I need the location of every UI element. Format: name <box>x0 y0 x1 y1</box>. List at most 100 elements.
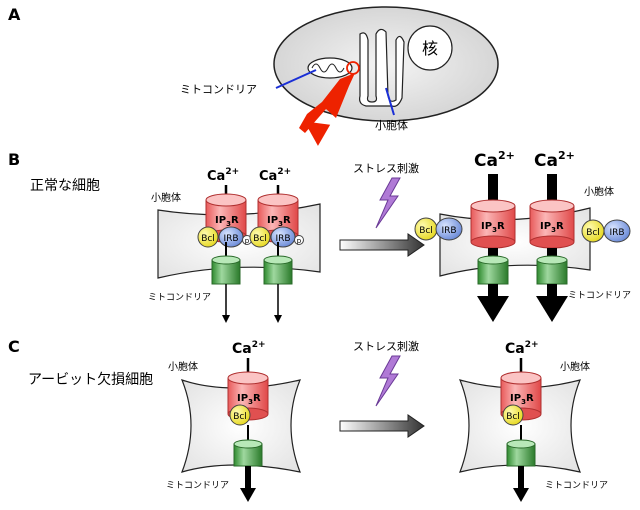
panel-b-title: 正常な細胞 <box>30 178 100 194</box>
bcl-label: Bcl <box>201 234 215 244</box>
thick-flux-bar <box>488 248 498 260</box>
irb-label: IRB <box>223 234 238 244</box>
stress-label-b: ストレス刺激 <box>353 161 419 175</box>
ip3r-r: R <box>526 393 534 404</box>
bcl-label: Bcl <box>253 234 267 244</box>
medium-arrowhead <box>240 488 256 502</box>
bcl-protein <box>197 226 219 248</box>
bcl-label: Bcl <box>233 412 247 422</box>
ca-charge: 2+ <box>225 167 239 177</box>
svg-text:Ca2+: Ca2+ <box>207 167 239 184</box>
nucleus-label: 核 <box>422 39 438 58</box>
ip3r-sub: 3 <box>226 220 231 228</box>
thick-flux-bar <box>547 284 557 298</box>
svg-text:IP3R: IP3R <box>510 393 534 406</box>
mitochondria-cristae <box>311 63 345 73</box>
thick-flux-bar <box>488 174 498 212</box>
panel-c-title: アービット欠損細胞 <box>28 372 153 388</box>
thick-flux-bar <box>488 284 498 298</box>
mitochondria-shape <box>307 57 353 79</box>
panel-c-label: C <box>8 337 20 356</box>
thick-flux-bar <box>547 248 557 260</box>
ca-charge: 2+ <box>525 340 539 350</box>
svg-text:IP3R: IP3R <box>540 221 564 234</box>
mito-channel-top <box>211 255 241 265</box>
ca-label: Ca <box>505 341 525 357</box>
bcl-label: Bcl <box>586 228 600 238</box>
ip3r-sub: 3 <box>278 220 283 228</box>
bcl-label: Bcl <box>419 226 433 236</box>
ca-label: Ca <box>534 151 558 171</box>
mito-pointer-line <box>275 69 317 89</box>
ca-charge: 2+ <box>252 340 266 350</box>
ip3r-ip: IP <box>510 393 521 404</box>
lightning-icon <box>375 355 401 407</box>
bcl-protein <box>502 404 524 426</box>
small-arrowhead <box>222 315 230 323</box>
lightning-icon <box>375 177 401 229</box>
er-label-a: 小胞体 <box>375 118 408 132</box>
panel-a-label: A <box>8 5 21 24</box>
mito-channel-top <box>506 439 536 449</box>
irb-label: IRB <box>275 234 290 244</box>
ip3r-r: R <box>556 221 564 232</box>
transition-arrow <box>339 233 425 257</box>
medium-flux-bar <box>245 466 251 490</box>
ip3r-ip: IP <box>540 221 551 232</box>
svg-text:IP3R: IP3R <box>267 215 291 228</box>
ca-label: Ca <box>474 151 498 171</box>
mito-label-b-right: ミトコンドリア <box>568 291 631 301</box>
mito-label-c-right: ミトコンドリア <box>545 481 608 491</box>
mito-channel-top <box>263 255 293 265</box>
ip3r-sub: 3 <box>521 398 526 406</box>
svg-text:Ca2+: Ca2+ <box>232 340 266 357</box>
ca-charge: 2+ <box>498 149 515 162</box>
er-label-c-left: 小胞体 <box>168 361 198 373</box>
ip3r-receptor: IP3R <box>529 199 575 249</box>
ip3r-ip: IP <box>237 393 248 404</box>
ip3r-r: R <box>497 221 505 232</box>
thick-arrowhead <box>536 296 568 322</box>
ip3r-r: R <box>231 215 239 226</box>
ip3r-r: R <box>283 215 291 226</box>
red-zoom-arrow <box>299 73 355 133</box>
er-label-b-right: 小胞体 <box>584 186 614 198</box>
svg-text:Ca2+: Ca2+ <box>474 149 515 171</box>
svg-text:Ca2+: Ca2+ <box>259 167 291 184</box>
svg-text:Ca2+: Ca2+ <box>534 149 575 171</box>
medium-arrowhead <box>513 488 529 502</box>
ip3r-ip: IP <box>267 215 278 226</box>
ip3r-sub: 3 <box>492 226 497 234</box>
er-pointer-line <box>385 87 395 116</box>
bcl-label: Bcl <box>506 412 520 422</box>
ca-label: Ca <box>232 341 252 357</box>
stress-label-c: ストレス刺激 <box>353 339 419 353</box>
mito-label-a: ミトコンドリア <box>180 83 257 96</box>
ca-label: Ca <box>207 169 225 184</box>
er-label-b-left: 小胞体 <box>151 192 181 204</box>
irb-protein <box>603 219 631 243</box>
ca-charge: 2+ <box>558 149 575 162</box>
bcl-protein <box>229 404 251 426</box>
irb-label: IRB <box>441 226 456 236</box>
phospho-label: p <box>245 237 250 245</box>
mito-channel-top <box>477 255 509 265</box>
svg-text:IP3R: IP3R <box>237 393 261 406</box>
ip3r-sub: 3 <box>248 398 253 406</box>
transition-arrow <box>339 414 425 438</box>
thick-flux-bar <box>547 174 557 212</box>
panel-b: B 正常な細胞 小胞体 ミトコンドリア IP3R Ca2+ Bcl IRB p <box>8 149 631 323</box>
svg-text:Ca2+: Ca2+ <box>505 340 539 357</box>
svg-text:IP3R: IP3R <box>215 215 239 228</box>
ip3r-sub: 3 <box>551 226 556 234</box>
mito-channel-top <box>233 439 263 449</box>
ca-label: Ca <box>259 169 277 184</box>
mito-channel-top <box>536 255 568 265</box>
red-zoom-arrowhead <box>304 121 331 146</box>
small-arrowhead <box>274 315 282 323</box>
phospho-marker <box>294 235 304 245</box>
er-label-c-right: 小胞体 <box>560 361 590 373</box>
er-shape <box>359 28 405 107</box>
bcl-protein <box>249 226 271 248</box>
